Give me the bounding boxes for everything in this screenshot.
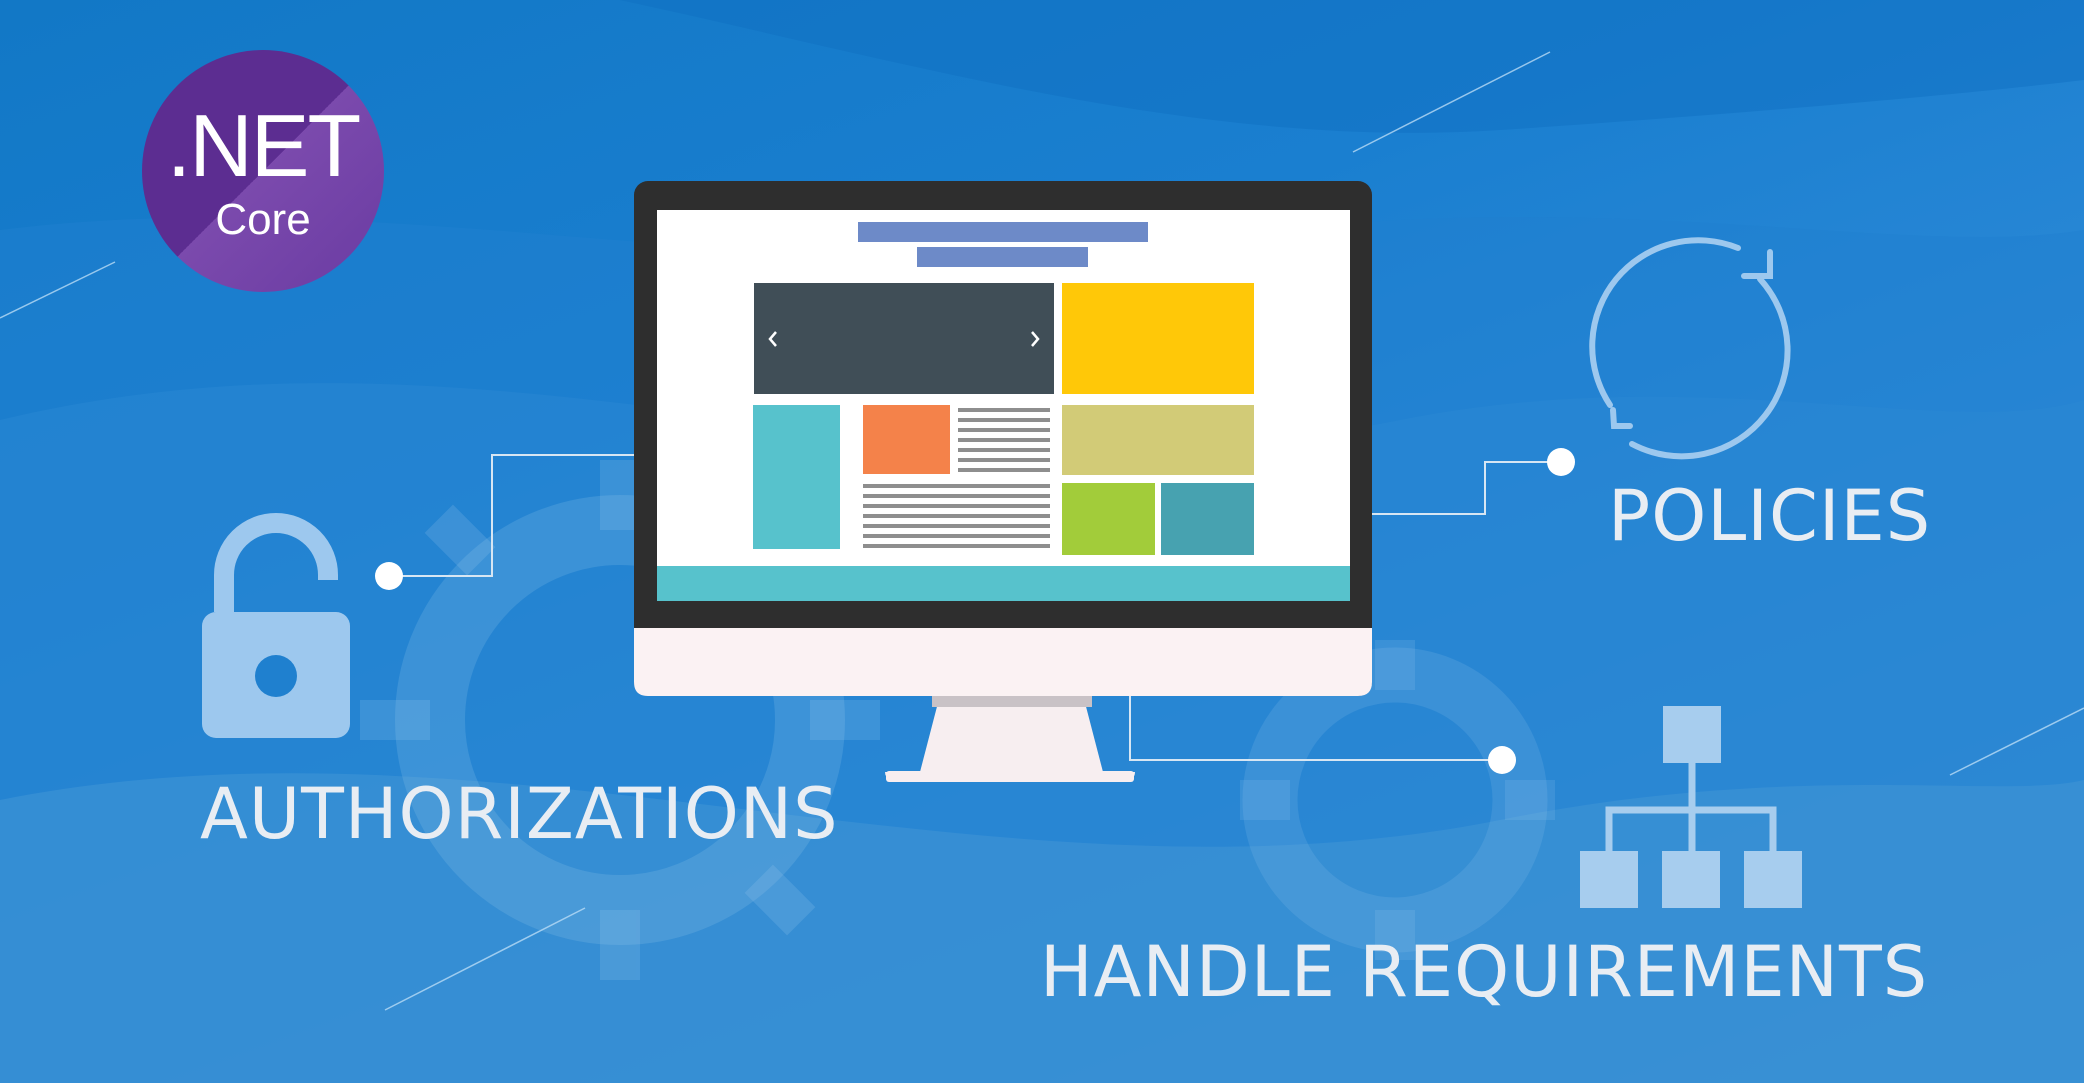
- logo-text-net: .NET: [166, 96, 361, 195]
- dotnet-core-logo: .NET Core: [142, 50, 384, 292]
- logo-text-core: Core: [215, 195, 311, 244]
- label-authorizations: AUTHORIZATIONS: [200, 773, 839, 855]
- label-policies: POLICIES: [1608, 475, 1932, 557]
- label-handle-requirements: HANDLE REQUIREMENTS: [1040, 931, 1929, 1013]
- gear-icon: [395, 495, 845, 945]
